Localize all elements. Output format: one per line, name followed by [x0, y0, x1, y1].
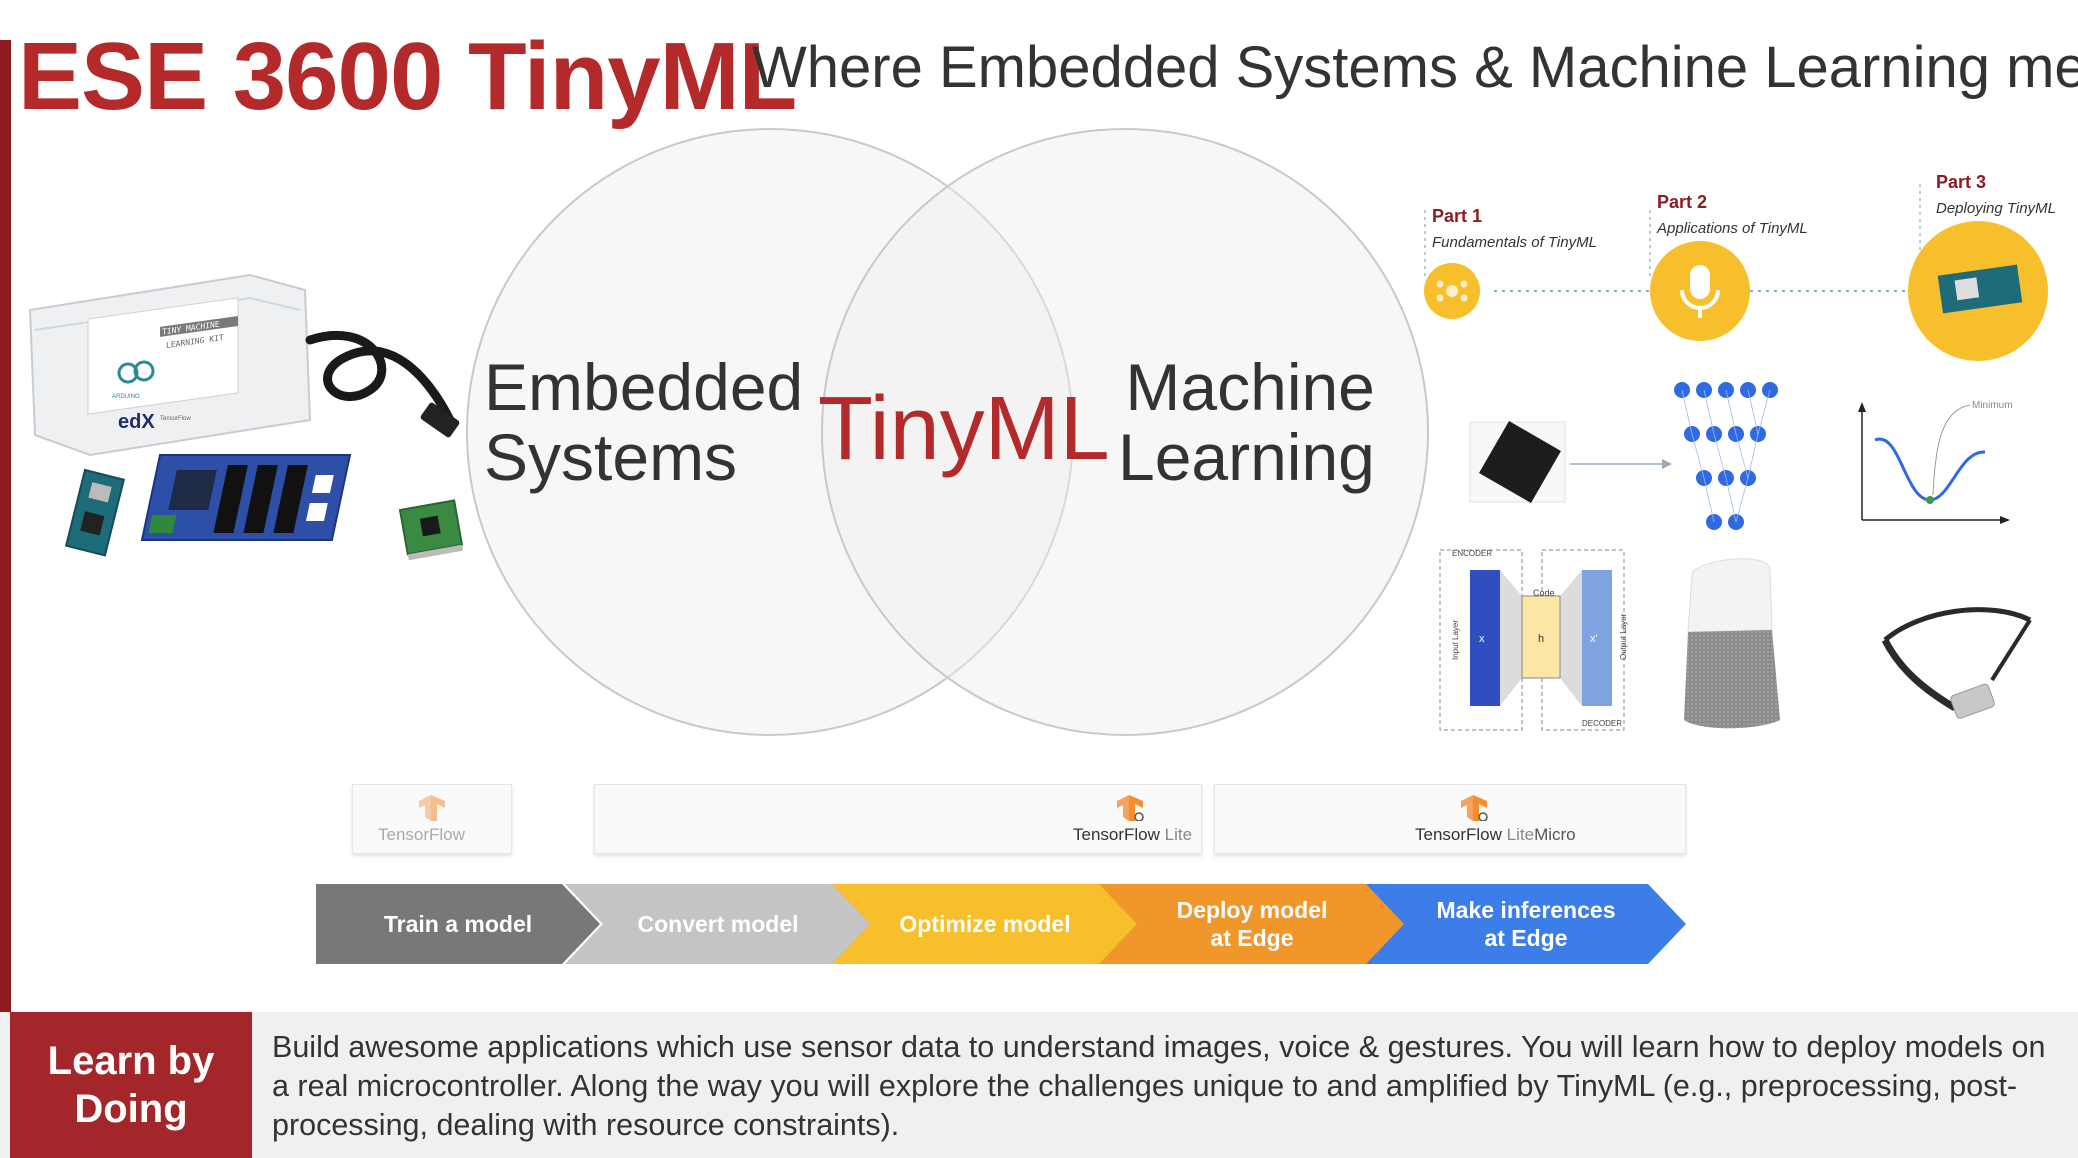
- kit-tf-label: TensorFlow: [160, 416, 191, 422]
- autoencoder-diagram: ENCODER DECODER Code x h x' Input Layer …: [1439, 549, 1628, 731]
- learn-by-doing-badge: Learn by Doing: [10, 1012, 252, 1158]
- venn-label-ml-line1: Machine: [1125, 350, 1375, 424]
- workflow-step-deploy: Deploy model at Edge: [1099, 884, 1405, 964]
- venn-label-tinyml: TinyML: [818, 379, 1110, 479]
- camera-module: [398, 499, 464, 561]
- ae-code-label: Code: [1533, 588, 1555, 598]
- tf-label-tflite: TensorFlow Lite: [1073, 825, 1192, 845]
- course-tagline: Where Embedded Systems & Machine Learnin…: [752, 35, 2078, 100]
- part-3-sub: Deploying TinyML: [1936, 200, 2056, 217]
- workflow-step-train: Train a model: [316, 884, 600, 964]
- venn-label-embedded-line2: Systems: [484, 420, 738, 494]
- ae-input-layer-label: Input Layer: [1451, 620, 1460, 660]
- part-3-label: Part 3: [1936, 172, 1987, 192]
- arduino-kit-image: TINY MACHINE LEARNING KIT ARDUINO edX Te…: [28, 273, 464, 561]
- edx-logo: edX: [118, 411, 155, 433]
- kit-brand: ARDUINO: [112, 394, 140, 400]
- workflow-step-optimize-line1: Optimize model: [899, 911, 1071, 937]
- workflow-step-deploy-label: Deploy model at Edge: [1177, 896, 1328, 952]
- part-2-sub: Applications of TinyML: [1657, 220, 1808, 237]
- workflow-step-optimize: Optimize model: [832, 884, 1138, 964]
- learn-by-doing-line1: Learn by: [47, 1039, 215, 1083]
- ae-encoder-label: ENCODER: [1452, 549, 1492, 558]
- workflow-step-train-line1: Train a model: [383, 911, 533, 937]
- loss-curve-icon: Minimum: [1858, 400, 2013, 524]
- tf-label-tflite-micro: TensorFlow LiteMicro: [1415, 825, 1576, 845]
- workflow-step-convert-label: Convert model: [637, 910, 798, 938]
- tflite-micro-logo-icon: [1461, 795, 1488, 821]
- tf-label-tensorflow: TensorFlow: [378, 825, 465, 844]
- ae-h-label: h: [1538, 633, 1544, 645]
- tf-label-tflite-name: TensorFlow: [1073, 825, 1160, 844]
- ae-output-layer-label: Output Layer: [1619, 613, 1628, 660]
- workflow-step-infer: Make inferences at Edge: [1366, 884, 1686, 964]
- part-1-label: Part 1: [1432, 206, 1483, 226]
- footer-band: [0, 1012, 2078, 1158]
- tflite-logo-icon: [1117, 795, 1144, 821]
- kit-box: TINY MACHINE LEARNING KIT ARDUINO edX Te…: [28, 273, 312, 457]
- usb-cable: [305, 330, 455, 425]
- venn-circle-ml: [821, 128, 1429, 736]
- venn-label-ml: Machine Learning: [1118, 352, 1375, 492]
- workflow-step-optimize-label: Optimize model: [899, 910, 1070, 938]
- part-1-sub: Fundamentals of TinyML: [1432, 234, 1597, 251]
- workflow-step-convert-line1: Convert model: [637, 911, 799, 937]
- tensorflow-logo-icon: [419, 795, 445, 821]
- tf-box-tensorflow: TensorFlow: [352, 784, 512, 854]
- tf-label-tflite-suffix: Lite: [1164, 825, 1193, 844]
- venn-label-embedded-line1: Embedded: [484, 350, 804, 424]
- course-description: Build awesome applications which use sen…: [272, 1030, 2046, 1142]
- ae-x-label: x: [1479, 633, 1485, 645]
- tf-label-micro-name: TensorFlow: [1415, 825, 1502, 844]
- workflow-step-infer-label: Make inferences at Edge: [1437, 896, 1616, 952]
- ml-images: Minimum ENCODER DECODER Code x h x' Inpu…: [1439, 382, 2032, 731]
- part-2-label: Part 2: [1657, 192, 1708, 212]
- venn-circle-embedded: [466, 128, 1074, 736]
- workflow-step-infer-line1: Make inferences: [1436, 897, 1616, 923]
- course-title: ESE 3600 TinyML: [18, 23, 797, 130]
- usb-plug: [420, 402, 460, 438]
- loss-curve-minimum-label: Minimum: [1972, 400, 2013, 411]
- workflow-step-deploy-line2: at Edge: [1210, 925, 1294, 951]
- smart-glasses-icon: [1881, 607, 2032, 719]
- ae-decoder-label: DECODER: [1582, 719, 1622, 728]
- shield-board: [140, 454, 352, 541]
- course-timeline: Part 1 Fundamentals of TinyML Part 2 App…: [1410, 160, 2078, 380]
- venn-label-embedded: Embedded Systems: [484, 352, 803, 492]
- smart-speaker-icon: [1684, 558, 1780, 729]
- venn-label-ml-line2: Learning: [1118, 420, 1375, 494]
- tf-box-tflite-micro: TensorFlow LiteMicro: [1214, 784, 1686, 854]
- workflow-step-deploy-line1: Deploy model: [1176, 897, 1328, 923]
- timeline-graphics: [1424, 184, 2048, 361]
- left-accent-bar: [0, 40, 11, 1012]
- neural-network-icon: [1674, 382, 1778, 530]
- workflow-step-train-label: Train a model: [384, 910, 532, 938]
- learn-by-doing-line2: Doing: [74, 1087, 188, 1131]
- tf-label-micro-suffix2: Micro: [1534, 825, 1576, 844]
- workflow-step-infer-line2: at Edge: [1484, 925, 1568, 951]
- tf-label-micro-suffix: Lite: [1506, 825, 1535, 844]
- arduino-logo-icon: [117, 362, 139, 384]
- tf-box-tflite: TensorFlow Lite: [594, 784, 1202, 854]
- ae-xprime-label: x': [1590, 633, 1598, 645]
- chip-icon: [1469, 421, 1566, 503]
- nano-board: [64, 468, 126, 557]
- workflow-step-convert: Convert model: [565, 884, 871, 964]
